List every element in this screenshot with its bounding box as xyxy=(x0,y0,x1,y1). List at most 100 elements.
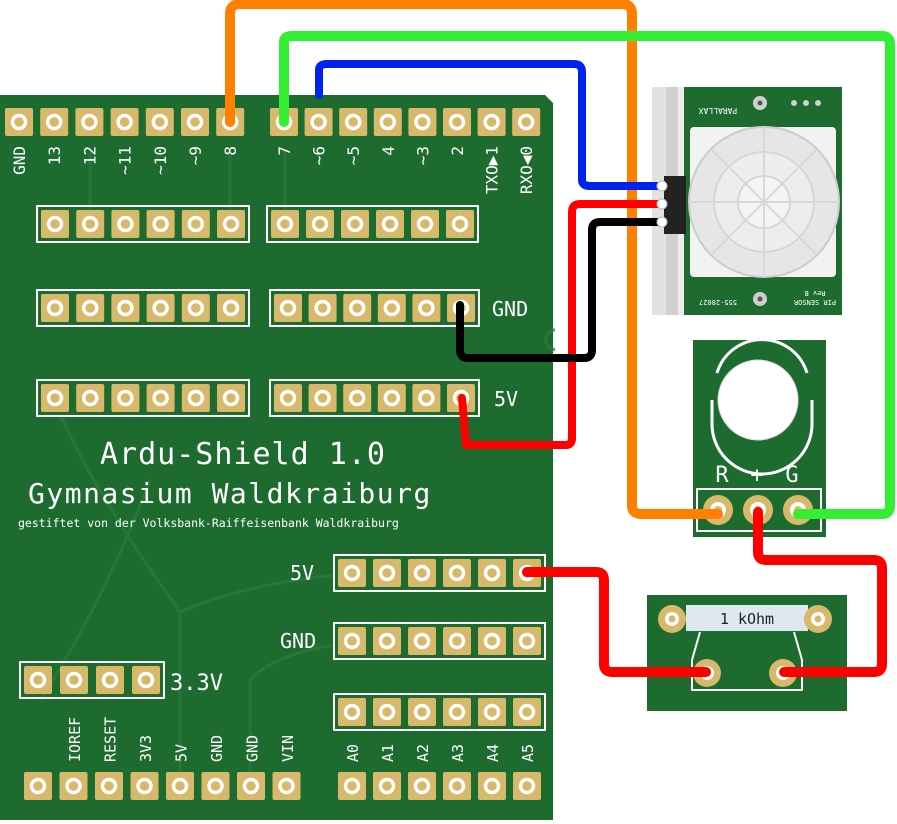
bottom-headers xyxy=(19,554,546,800)
power-pin-label: 5V xyxy=(173,744,191,762)
header-row-a-left-pin xyxy=(111,210,140,238)
header-row-c-left-pin xyxy=(76,384,105,412)
wire-black-gnd xyxy=(456,218,666,362)
gnd-label: GND xyxy=(492,297,528,321)
header-row-d xyxy=(333,693,546,731)
pir-pins xyxy=(656,180,668,228)
header-row-b-left xyxy=(36,289,250,327)
power-pin xyxy=(59,772,88,800)
header-row-c-right xyxy=(269,379,480,417)
header-row-b-right-pin xyxy=(412,294,441,322)
gnd-bottom-label: GND xyxy=(280,629,316,653)
digital-pin-label: 2 xyxy=(448,146,467,156)
analog-pin-label: A4 xyxy=(484,744,502,762)
resistor-label: 1 kOhm xyxy=(720,610,774,628)
header-row-a-right-pin xyxy=(306,210,334,238)
power-pin-label: GND xyxy=(208,735,226,762)
header-row-c-left xyxy=(36,379,250,417)
pir-brand: PARALLAX xyxy=(699,106,738,115)
led-pin-label: + xyxy=(750,463,763,488)
analog-pin-label: A3 xyxy=(449,744,467,762)
header-row-c-left-pin xyxy=(217,384,245,412)
header-row-b-right-pin xyxy=(377,294,406,322)
digital-pin-label: TXO▶1 xyxy=(483,146,502,194)
fivev-bottom-label: 5V xyxy=(290,561,314,585)
digital-pin xyxy=(5,108,33,136)
led-outline-bottom xyxy=(710,400,814,476)
wire-red-resistor xyxy=(522,567,711,677)
header-3v3 xyxy=(19,661,165,699)
header-row-b-right xyxy=(269,289,480,327)
header-3v3-pin xyxy=(132,666,160,694)
resistor-module: 1 kOhm xyxy=(647,595,847,711)
header-row-a-right-pin xyxy=(271,210,299,238)
header-5v-bottom-pin xyxy=(443,559,471,587)
power-pin xyxy=(166,772,194,800)
resistor-body xyxy=(686,605,808,631)
wires xyxy=(225,0,895,677)
digital-pin-label: ~5 xyxy=(344,146,363,165)
digital-pin-label: ~11 xyxy=(116,146,135,175)
led-outline-top xyxy=(715,338,809,374)
resistor-outline xyxy=(691,631,803,691)
digital-pin xyxy=(304,108,333,136)
header-3v3-pin xyxy=(24,666,52,694)
wire-blue xyxy=(315,60,666,190)
power-pin-label: IOREF xyxy=(66,717,84,762)
top-digital-header xyxy=(5,108,541,136)
header-3v3-pin xyxy=(60,666,88,694)
header-row-a-left-pin xyxy=(217,210,245,238)
digital-pin xyxy=(512,108,541,136)
digital-pin-label: 12 xyxy=(80,146,99,165)
header-row-a-left-pin xyxy=(41,210,69,238)
analog-pin xyxy=(373,772,401,800)
digital-pin xyxy=(110,108,139,136)
header-5v-bottom-pin xyxy=(338,559,366,587)
header-row-b-left-pin xyxy=(181,294,210,322)
header-row-c-right-pin xyxy=(412,384,441,412)
pir-model: PIR SENSOR xyxy=(793,298,836,306)
led-pin-labels: R+G xyxy=(715,463,798,488)
digital-pin-label: 8 xyxy=(221,146,240,156)
analog-pin xyxy=(478,772,506,800)
analog-pin xyxy=(338,772,366,800)
digital-pin xyxy=(373,108,402,136)
header-row-a-right-pin xyxy=(411,210,439,238)
header-row-c-right-pin xyxy=(377,384,406,412)
header-row-a-right xyxy=(266,205,479,243)
header-row-d-pin xyxy=(513,698,541,726)
analog-pin xyxy=(443,772,471,800)
header-row-a-left xyxy=(36,205,250,243)
analog-pin-label: A0 xyxy=(344,744,362,762)
header-row-c-left-pin xyxy=(146,384,175,412)
header-row-c-left-pin xyxy=(41,384,69,412)
header-row-b-left-pin xyxy=(217,294,245,322)
digital-pin-label: ~6 xyxy=(310,146,329,165)
shield-traces xyxy=(38,150,556,790)
header-gnd-bottom-pin xyxy=(513,627,541,655)
header-row-c-right-pin xyxy=(308,384,337,412)
digital-pin xyxy=(477,108,506,136)
digital-pin-label: GND xyxy=(10,146,29,175)
header-row-b-right-pin xyxy=(308,294,337,322)
power-pin xyxy=(237,772,265,800)
digital-pin xyxy=(339,108,368,136)
power-pin xyxy=(130,772,159,800)
digital-pin-label: ~9 xyxy=(186,146,205,165)
header-row-a-right-pin xyxy=(446,210,474,238)
pir-connector xyxy=(664,176,686,234)
shield-school: Gymnasium Waldkraiburg xyxy=(28,477,432,510)
rg-led-module: R+G xyxy=(693,338,826,537)
header-row-d-pin xyxy=(338,698,366,726)
resistor-pads xyxy=(658,605,832,687)
analog-pin-label: A2 xyxy=(414,744,432,762)
digital-pin-label: RXO◀0 xyxy=(517,146,536,194)
power-pin xyxy=(272,772,301,800)
resistor-pad xyxy=(804,605,832,633)
wire-green xyxy=(279,31,895,519)
header-row-a-left-pin xyxy=(181,210,210,238)
analog-pin xyxy=(408,772,436,800)
